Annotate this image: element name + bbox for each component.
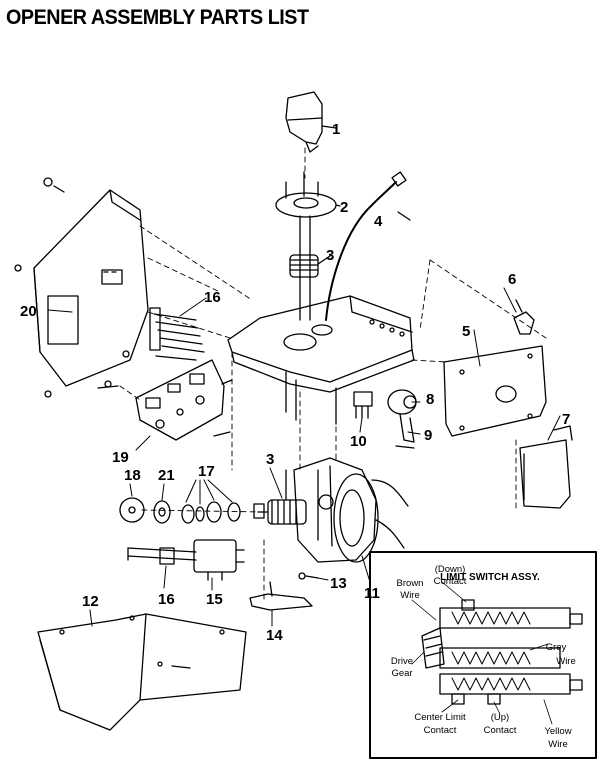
down-contact-label-2: Contact (434, 576, 467, 587)
callout-2: 2 (340, 199, 348, 216)
part-14-bracket (249, 581, 313, 611)
callout-4: 4 (374, 213, 383, 230)
limit-switch-title: LIMIT SWITCH ASSY. (440, 572, 540, 583)
part-5-rear-panel (443, 345, 547, 437)
part-4-power-cord (325, 171, 411, 321)
part-10-terminal (353, 391, 373, 419)
callout-labels: 1 2 3 4 5 6 7 8 9 10 11 12 13 14 15 16 1… (20, 121, 570, 644)
part-11-motor (293, 457, 409, 563)
part-9-capacitor-bracket (395, 413, 415, 449)
part-7-light-lens (519, 425, 573, 509)
callout-6: 6 (508, 271, 516, 288)
up-contact-label-2: Contact (484, 725, 517, 736)
part-18-gear (119, 497, 145, 523)
yellow-wire-label-1: Yellow (544, 726, 571, 737)
part-3-upper-sprocket-shaft (289, 215, 331, 321)
callout-18: 18 (124, 467, 141, 484)
callout-3-upper: 3 (326, 247, 334, 264)
callout-19: 19 (112, 449, 129, 466)
page-title: OPENER ASSEMBLY PARTS LIST (6, 6, 309, 29)
brown-wire-label-2: Wire (400, 590, 420, 601)
callout-21: 21 (158, 467, 175, 484)
yellow-wire-label-2: Wire (548, 739, 568, 750)
callout-12: 12 (82, 593, 99, 610)
callout-10: 10 (350, 433, 367, 450)
callout-5: 5 (462, 323, 470, 340)
center-limit-label-1: Center Limit (414, 712, 466, 723)
part-16-lower-cable (127, 547, 197, 565)
callout-16-lower: 16 (158, 591, 175, 608)
part-20-end-panel (14, 177, 149, 398)
callout-16-upper: 16 (204, 289, 221, 306)
part-1-light-cover (285, 91, 337, 153)
part-6-knob (513, 299, 535, 335)
center-limit-label-2: Contact (424, 725, 457, 736)
callout-1: 1 (332, 121, 340, 138)
part-15-connector (193, 539, 245, 581)
callout-7: 7 (562, 411, 570, 428)
assembly-guides (119, 147, 547, 601)
callout-15: 15 (206, 591, 223, 608)
down-contact-label-1: (Down) (435, 564, 466, 575)
callout-leaders (47, 287, 561, 627)
part-12-bottom-cover (37, 613, 247, 731)
callout-11: 11 (364, 585, 380, 602)
part-19-logic-board (135, 359, 233, 441)
grey-wire-label-2: Wire (556, 656, 576, 667)
grey-wire-label-1: Grey (546, 642, 567, 653)
part-13-screw (298, 572, 319, 580)
part-21-spacer (153, 500, 171, 524)
callout-14: 14 (266, 627, 283, 644)
part-3-lower-worm-gear (253, 469, 307, 525)
callout-17: 17 (198, 463, 215, 480)
callout-9: 9 (424, 427, 432, 444)
drive-gear-label-1: Drive (391, 656, 413, 667)
limit-switch-inset: LIMIT SWITCH ASSY. (Down) Contact (369, 551, 597, 759)
part-17-bearings (181, 501, 241, 524)
drive-gear-label-2: Gear (391, 668, 412, 679)
part-16-wire-harness (149, 307, 205, 361)
up-contact-label-1: (Up) (491, 712, 509, 723)
part-2-flange (275, 171, 341, 218)
callout-3-lower: 3 (266, 451, 274, 468)
callout-8: 8 (426, 391, 434, 408)
brown-wire-label-1: Brown (397, 578, 424, 589)
chassis-plate (227, 295, 415, 425)
callout-20: 20 (20, 303, 37, 320)
callout-13: 13 (330, 575, 347, 592)
